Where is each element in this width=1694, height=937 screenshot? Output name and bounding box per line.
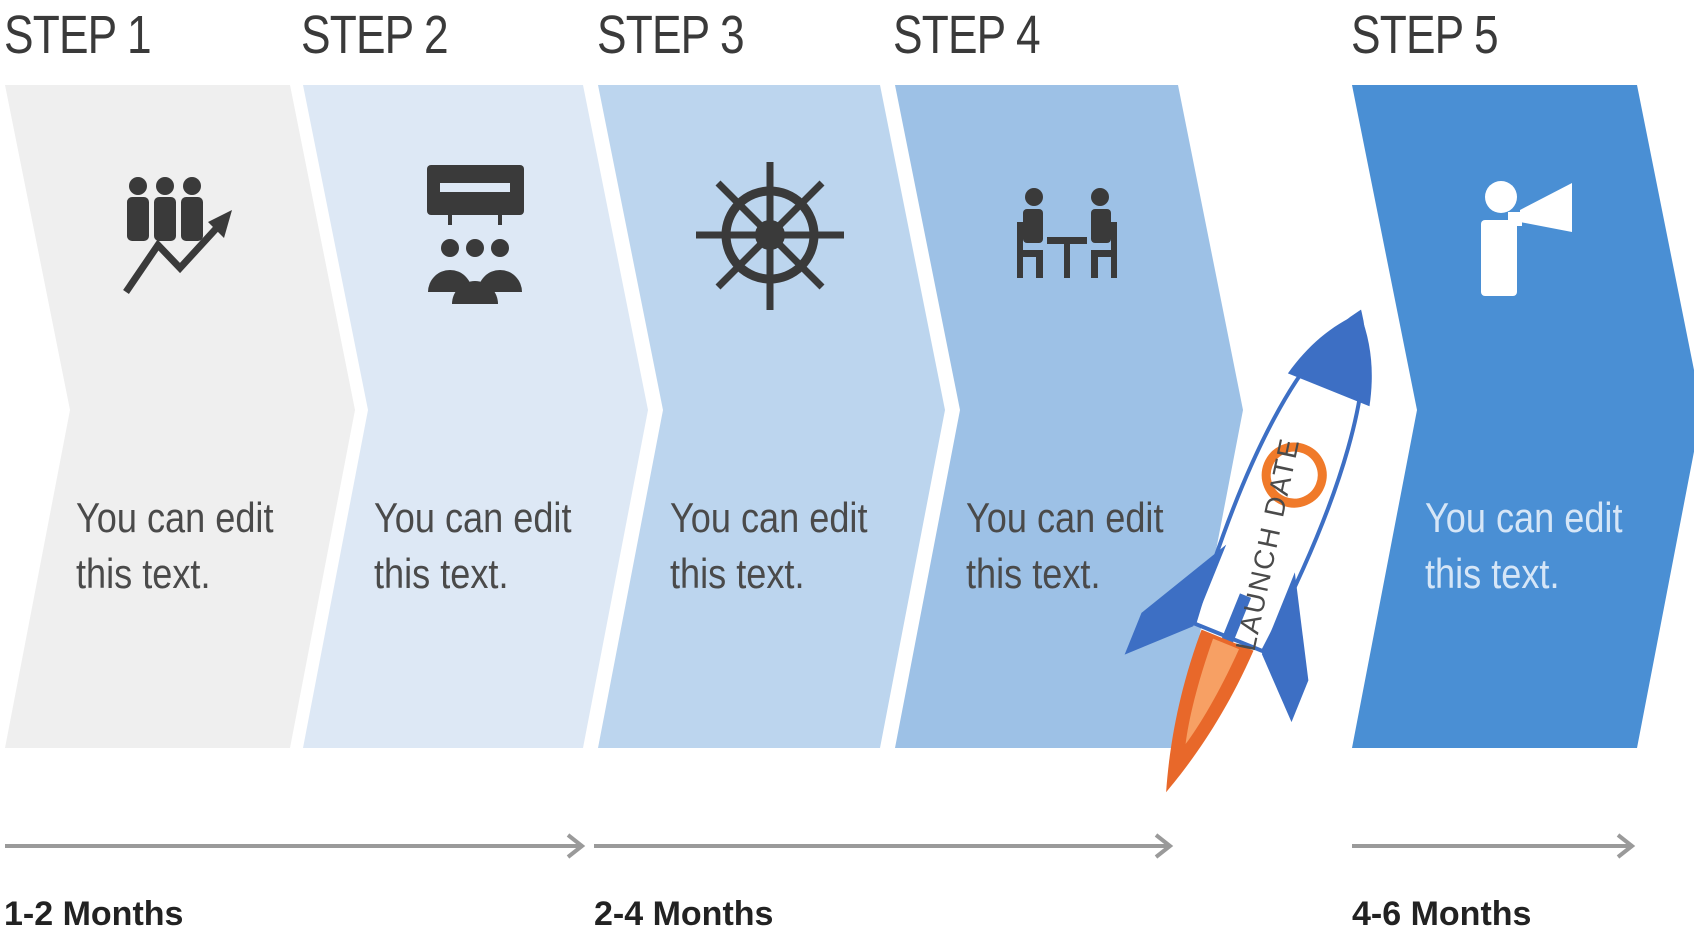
step-1-text-line2: this text. — [76, 550, 211, 597]
step-1-label: STEP 1 — [4, 5, 152, 65]
step-4-chevron — [895, 85, 1243, 748]
step-1-text[interactable]: You can edit this text. — [76, 490, 274, 602]
duration-1: 1-2 Months — [4, 895, 184, 933]
step-3-label: STEP 3 — [597, 5, 745, 65]
step-4-text-line1: You can edit — [966, 494, 1164, 541]
step-5-text-line1: You can edit — [1425, 494, 1623, 541]
step-5-text-line2: this text. — [1425, 550, 1560, 597]
step-1-chevron — [5, 85, 355, 748]
step-5-label: STEP 5 — [1351, 5, 1499, 65]
step-2-text[interactable]: You can edit this text. — [374, 490, 572, 602]
step-2-text-line1: You can edit — [374, 494, 572, 541]
step-3-text-line2: this text. — [670, 550, 805, 597]
step-4-label: STEP 4 — [893, 5, 1041, 65]
team-growth-icon — [123, 177, 232, 294]
step-4-text[interactable]: You can edit this text. — [966, 490, 1164, 602]
timeline-arrow-1 — [5, 833, 586, 859]
ship-wheel-icon — [696, 162, 844, 310]
step-2-text-line2: this text. — [374, 550, 509, 597]
step-3-text-line1: You can edit — [670, 494, 868, 541]
presentation-audience-icon — [427, 165, 524, 304]
step-2-chevron — [303, 85, 648, 748]
step-3-chevron — [598, 85, 945, 748]
timeline-arrow-2 — [594, 833, 1174, 859]
step-4-text-line2: this text. — [966, 550, 1101, 597]
step-2-label: STEP 2 — [301, 5, 449, 65]
speaker-megaphone-icon — [1481, 181, 1572, 296]
step-5-text[interactable]: You can edit this text. — [1425, 490, 1623, 602]
meeting-table-icon — [1017, 188, 1117, 278]
timeline-arrow-3 — [1352, 833, 1636, 859]
duration-2: 2-4 Months — [594, 895, 774, 933]
rocket-icon — [1124, 309, 1372, 793]
step-1-text-line1: You can edit — [76, 494, 274, 541]
step-5-chevron — [1352, 85, 1694, 748]
duration-3: 4-6 Months — [1352, 895, 1532, 933]
step-3-text[interactable]: You can edit this text. — [670, 490, 868, 602]
